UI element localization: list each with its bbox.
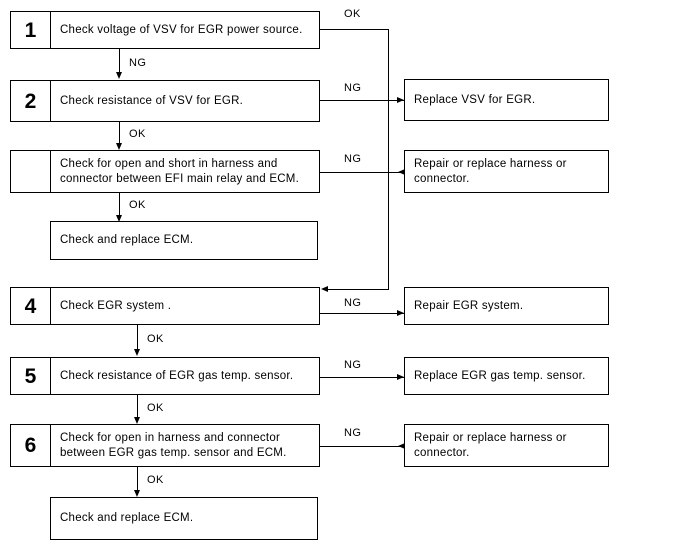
connector-ok-6-vertical <box>137 467 138 491</box>
branch-label-ok-5: OK <box>147 402 164 414</box>
step-number-6: 6 <box>11 425 51 466</box>
step-label-3: Check for open and short in harness and … <box>60 157 300 185</box>
step-label-1: Check voltage of VSV for EGR power sourc… <box>60 23 303 36</box>
branch-label-ng-5: NG <box>344 359 362 371</box>
action-text-cell-1: Replace VSV for EGR. <box>405 80 608 120</box>
connector-ok-1-return <box>328 289 389 290</box>
step-box-6[interactable]: 6 Check for open in harness and connecto… <box>10 424 320 467</box>
step-box-5[interactable]: 5 Check resistance of EGR gas temp. sens… <box>10 357 320 395</box>
action-box-repair-harness-upper[interactable]: Repair or replace harness or connector. <box>404 150 609 193</box>
connector-ng-6-arrowhead <box>398 442 405 449</box>
connector-ok-5-vertical <box>137 395 138 418</box>
step-text-cell-6: Check for open in harness and connector … <box>51 425 319 466</box>
branch-label-ok-6: OK <box>147 474 164 486</box>
step-text-cell-2: Check resistance of VSV for EGR. <box>51 81 319 121</box>
action-box-repair-egr-system[interactable]: Repair EGR system. <box>404 287 609 325</box>
connector-ok-1-arrowhead <box>321 285 328 292</box>
connector-ng-1-vertical <box>119 49 120 73</box>
branch-label-ng-2: NG <box>344 82 362 94</box>
step-label-4: Check EGR system . <box>60 299 172 312</box>
connector-ok-6-arrowhead <box>133 490 140 497</box>
connector-ng-4-arrowhead <box>397 309 404 316</box>
branch-label-ng-4: NG <box>344 297 362 309</box>
branch-label-ng-6: NG <box>344 427 362 439</box>
terminal-text-cell-ecm-upper: Check and replace ECM. <box>51 222 317 259</box>
step-label-6: Check for open in harness and connector … <box>60 431 287 459</box>
step-number-4: 4 <box>11 288 51 324</box>
connector-ok-3-vertical <box>119 193 120 216</box>
connector-ng-6-horizontal <box>320 446 404 447</box>
connector-ng-2-horizontal <box>320 100 404 101</box>
action-text-cell-3: Repair EGR system. <box>405 288 608 324</box>
action-text-cell-4: Replace EGR gas temp. sensor. <box>405 358 608 394</box>
step-label-5: Check resistance of EGR gas temp. sensor… <box>60 369 294 382</box>
connector-ng-3-horizontal <box>320 172 404 173</box>
connector-ok-1-horizontal <box>320 29 389 30</box>
terminal-label-ecm-lower: Check and replace ECM. <box>60 512 194 524</box>
action-box-repair-harness-lower[interactable]: Repair or replace harness or connector. <box>404 424 609 467</box>
step-box-1[interactable]: 1 Check voltage of VSV for EGR power sou… <box>10 11 320 49</box>
step-box-3[interactable]: Check for open and short in harness and … <box>10 150 320 193</box>
step-number-2: 2 <box>11 81 51 121</box>
connector-ok-4-arrowhead <box>133 349 140 356</box>
branch-label-ok-2: OK <box>129 128 146 140</box>
connector-ng-5-horizontal <box>320 377 404 378</box>
connector-ok-4-vertical <box>137 325 138 350</box>
connector-ng-4-horizontal <box>320 313 404 314</box>
action-text-cell-5: Repair or replace harness or connector. <box>405 425 608 466</box>
action-box-replace-egr-sensor[interactable]: Replace EGR gas temp. sensor. <box>404 357 609 395</box>
connector-ok-3-arrowhead <box>115 215 122 222</box>
branch-label-ng-1: NG <box>129 57 147 69</box>
connector-ok-2-arrowhead <box>115 143 122 150</box>
connector-ok-1-vertical <box>388 29 389 289</box>
branch-label-ng-3: NG <box>344 153 362 165</box>
action-box-replace-vsv[interactable]: Replace VSV for EGR. <box>404 79 609 121</box>
step-text-cell-5: Check resistance of EGR gas temp. sensor… <box>51 358 319 394</box>
connector-ok-5-arrowhead <box>133 417 140 424</box>
connector-ok-2-vertical <box>119 122 120 144</box>
branch-label-ok-3: OK <box>129 199 146 211</box>
terminal-label-ecm-upper: Check and replace ECM. <box>60 234 194 246</box>
step-text-cell-1: Check voltage of VSV for EGR power sourc… <box>51 12 319 48</box>
connector-ng-5-arrowhead <box>397 373 404 380</box>
terminal-text-cell-ecm-lower: Check and replace ECM. <box>51 498 317 539</box>
step-number-1: 1 <box>11 12 51 48</box>
action-label-2: Repair or replace harness or connector. <box>414 157 567 185</box>
action-text-cell-2: Repair or replace harness or connector. <box>405 151 608 192</box>
branch-label-ok-4: OK <box>147 333 164 345</box>
action-label-5: Repair or replace harness or connector. <box>414 431 567 459</box>
connector-ng-2-arrowhead <box>397 96 404 103</box>
branch-label-ok-1: OK <box>344 8 361 20</box>
connector-ng-3-arrowhead <box>398 168 405 175</box>
terminal-box-ecm-lower[interactable]: Check and replace ECM. <box>50 497 318 540</box>
action-label-3: Repair EGR system. <box>414 299 524 312</box>
connector-ng-1-arrowhead <box>115 72 122 79</box>
step-box-2[interactable]: 2 Check resistance of VSV for EGR. <box>10 80 320 122</box>
terminal-box-ecm-upper[interactable]: Check and replace ECM. <box>50 221 318 260</box>
step-text-cell-3: Check for open and short in harness and … <box>51 151 319 192</box>
step-number-5: 5 <box>11 358 51 394</box>
step-number-3 <box>11 151 51 192</box>
step-box-4[interactable]: 4 Check EGR system . <box>10 287 320 325</box>
step-label-2: Check resistance of VSV for EGR. <box>60 94 244 107</box>
action-label-4: Replace EGR gas temp. sensor. <box>414 369 586 382</box>
action-label-1: Replace VSV for EGR. <box>414 93 536 106</box>
step-text-cell-4: Check EGR system . <box>51 288 319 324</box>
